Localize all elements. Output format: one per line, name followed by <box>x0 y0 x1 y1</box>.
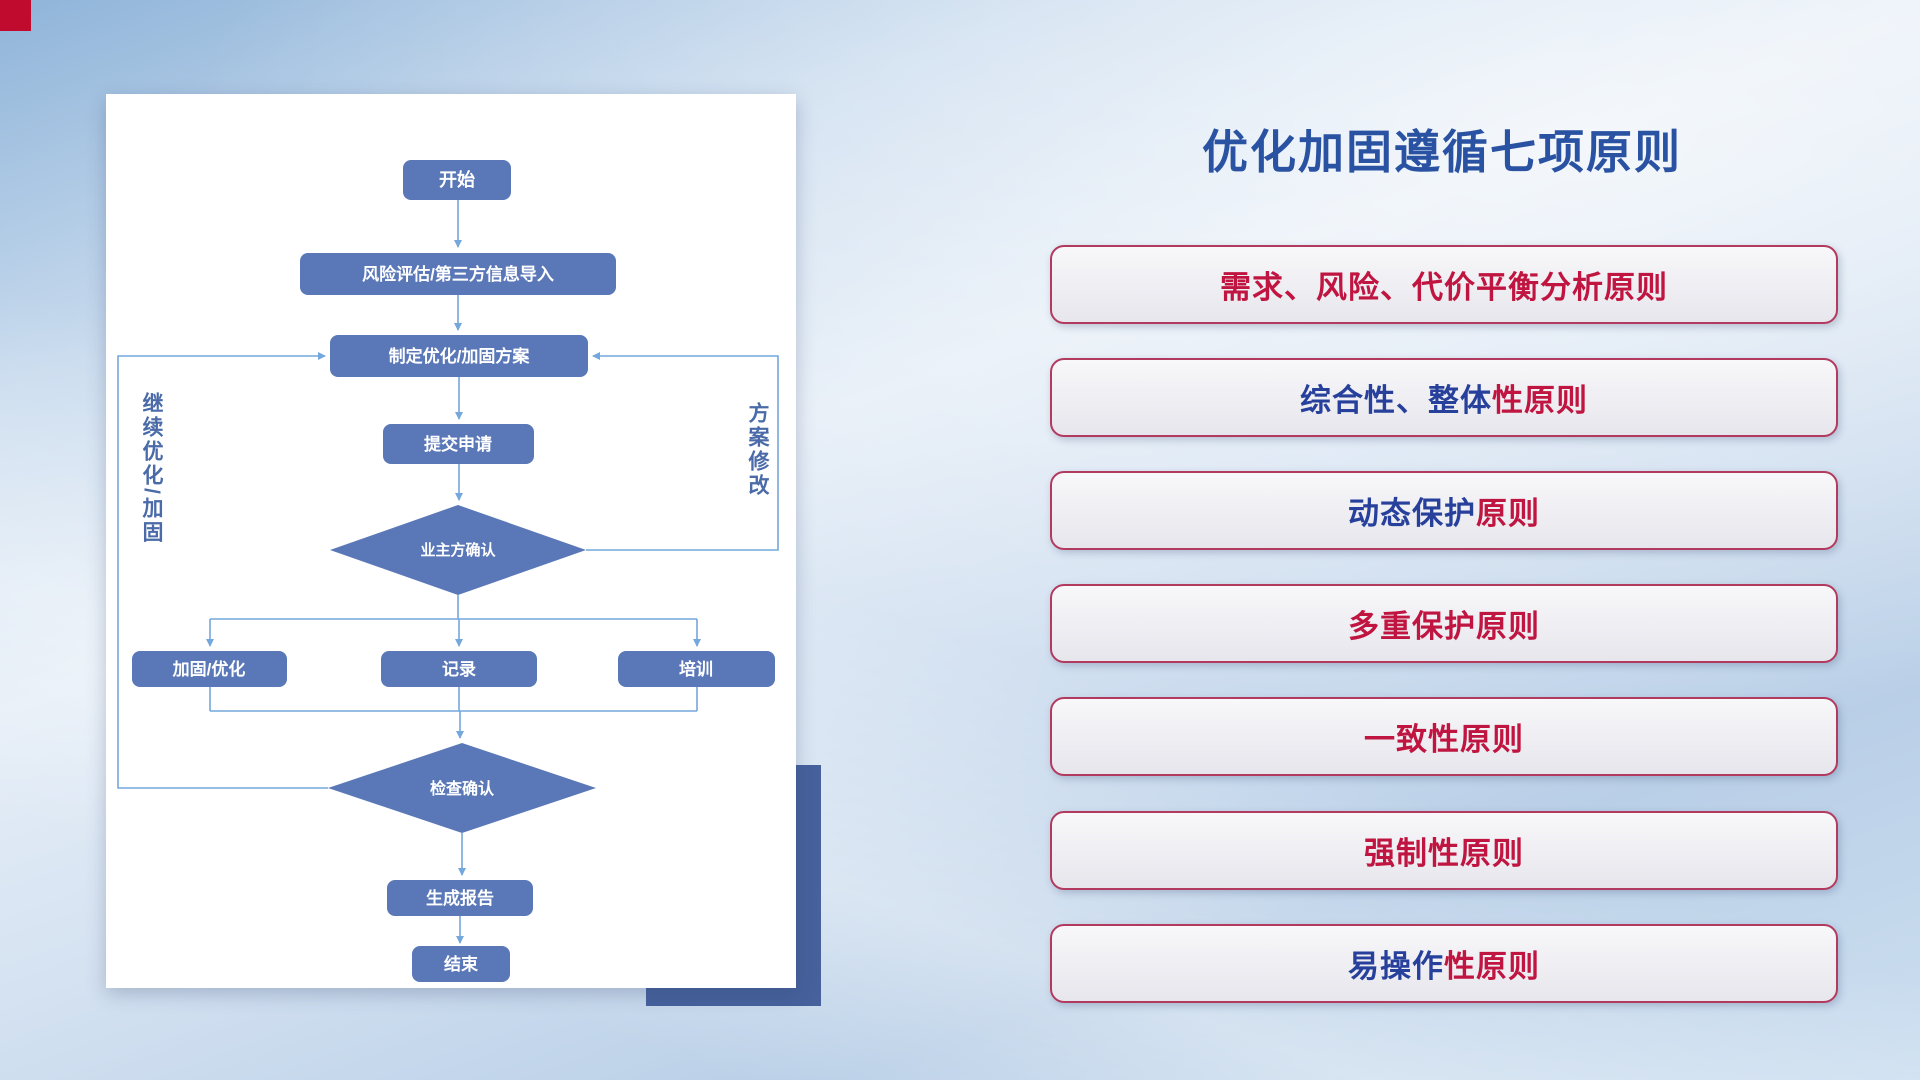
node-risk-import-label: 风险评估/第三方信息导入 <box>362 264 554 284</box>
node-submit-label: 提交申请 <box>424 434 492 454</box>
flowchart-svg: 开始 风险评估/第三方信息导入 制定优化/加固方案 提交申请 业主方确认 加固/… <box>117 160 779 982</box>
principle-card-2: 综合性、整体性原则 <box>1050 358 1838 437</box>
node-risk-import <box>300 253 616 295</box>
principle-card-3: 动态保护原则 <box>1050 471 1838 550</box>
principle-5-red-text: 一致性原则 <box>1364 722 1524 757</box>
node-training-label: 培训 <box>679 659 713 679</box>
node-submit <box>383 424 534 464</box>
node-check-confirm-diamond <box>328 743 596 833</box>
principle-3-blue-text: 动态保护 <box>1348 496 1476 531</box>
flow-connectors <box>117 200 779 944</box>
principle-7-red-text: 性原则 <box>1444 949 1540 984</box>
principle-4-red-text: 多重保护原则 <box>1348 609 1540 644</box>
principle-card-5: 一致性原则 <box>1050 697 1838 776</box>
principle-card-6: 强制性原则 <box>1050 811 1838 890</box>
continue-loop-label: 继续优化/加固 <box>140 392 163 545</box>
revise-loop-line <box>586 352 779 551</box>
node-reinforce <box>132 651 287 687</box>
node-end <box>412 946 510 982</box>
continue-loop-line <box>117 352 328 789</box>
node-report-label: 生成报告 <box>426 888 494 908</box>
node-reinforce-label: 加固/优化 <box>172 659 246 679</box>
node-owner-confirm-diamond <box>330 505 586 595</box>
revise-loop-label: 方案修改 <box>746 402 769 498</box>
node-training <box>618 651 775 687</box>
node-start <box>403 160 511 200</box>
principle-3-red-text: 原则 <box>1476 496 1540 531</box>
flow-nodes <box>132 160 775 982</box>
node-record-label: 记录 <box>442 660 476 679</box>
principle-card-1: 需求、风险、代价平衡分析原则 <box>1050 245 1838 324</box>
node-owner-confirm-label: 业主方确认 <box>420 541 496 559</box>
node-make-plan <box>330 335 588 377</box>
node-start-label: 开始 <box>439 169 475 190</box>
corner-red-accent <box>0 0 31 31</box>
page-title: 优化加固遵循七项原则 <box>1202 126 1682 178</box>
node-record <box>381 651 537 687</box>
principle-card-7: 易操作性原则 <box>1050 924 1838 1003</box>
principle-card-4: 多重保护原则 <box>1050 584 1838 663</box>
flowchart-card: 开始 风险评估/第三方信息导入 制定优化/加固方案 提交申请 业主方确认 加固/… <box>106 94 796 988</box>
principle-2-blue-text: 综合性、整体 <box>1300 383 1492 418</box>
principle-2-red-text: 性原则 <box>1492 383 1588 418</box>
node-make-plan-label: 制定优化/加固方案 <box>389 346 531 366</box>
principle-7-blue-text: 易操作 <box>1348 949 1444 984</box>
node-end-label: 结束 <box>444 954 478 974</box>
flow-node-labels: 开始 风险评估/第三方信息导入 制定优化/加固方案 提交申请 业主方确认 加固/… <box>172 169 713 974</box>
principle-6-red-text: 强制性原则 <box>1364 836 1524 871</box>
node-report <box>387 880 533 916</box>
node-check-confirm-label: 检查确认 <box>430 779 495 798</box>
principle-1-red-text: 需求、风险、代价平衡分析原则 <box>1220 270 1668 305</box>
